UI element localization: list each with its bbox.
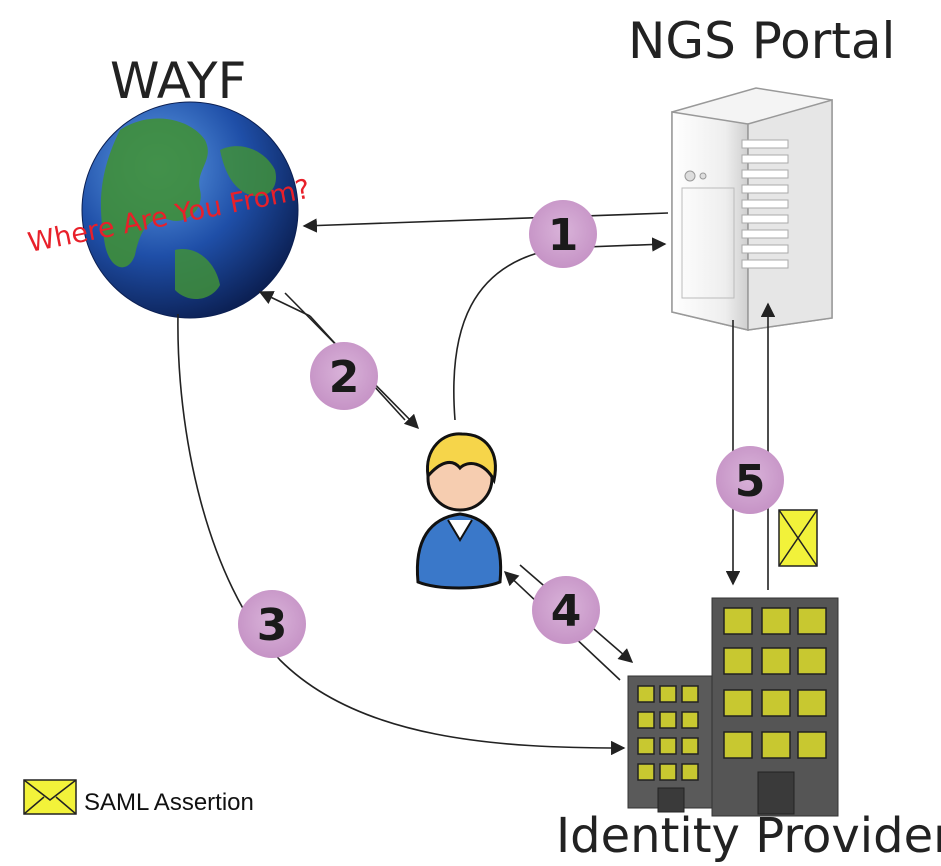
wayf-title: WAYF bbox=[110, 52, 246, 110]
step-badge-1: 1 bbox=[529, 200, 597, 268]
step-label-2: 2 bbox=[329, 352, 360, 403]
envelope-icon bbox=[778, 509, 818, 567]
legend-label: SAML Assertion bbox=[84, 789, 254, 816]
step-label-4: 4 bbox=[551, 586, 582, 637]
step-badge-5: 5 bbox=[716, 446, 784, 514]
idp-title: Identity Provider bbox=[556, 808, 941, 864]
legend: SAML Assertion bbox=[23, 779, 254, 816]
user-icon bbox=[415, 432, 503, 590]
step-badge-2: 2 bbox=[310, 342, 378, 410]
legend-envelope-icon bbox=[23, 779, 77, 815]
step-label-1: 1 bbox=[548, 210, 579, 261]
step-badge-3: 3 bbox=[238, 590, 306, 658]
server-icon bbox=[671, 87, 833, 331]
portal-title: NGS Portal bbox=[628, 12, 895, 70]
building-icon bbox=[627, 597, 839, 817]
step-label-5: 5 bbox=[735, 456, 766, 507]
step-label-3: 3 bbox=[257, 600, 288, 651]
globe-icon bbox=[81, 101, 299, 319]
step-badge-4: 4 bbox=[532, 576, 600, 644]
